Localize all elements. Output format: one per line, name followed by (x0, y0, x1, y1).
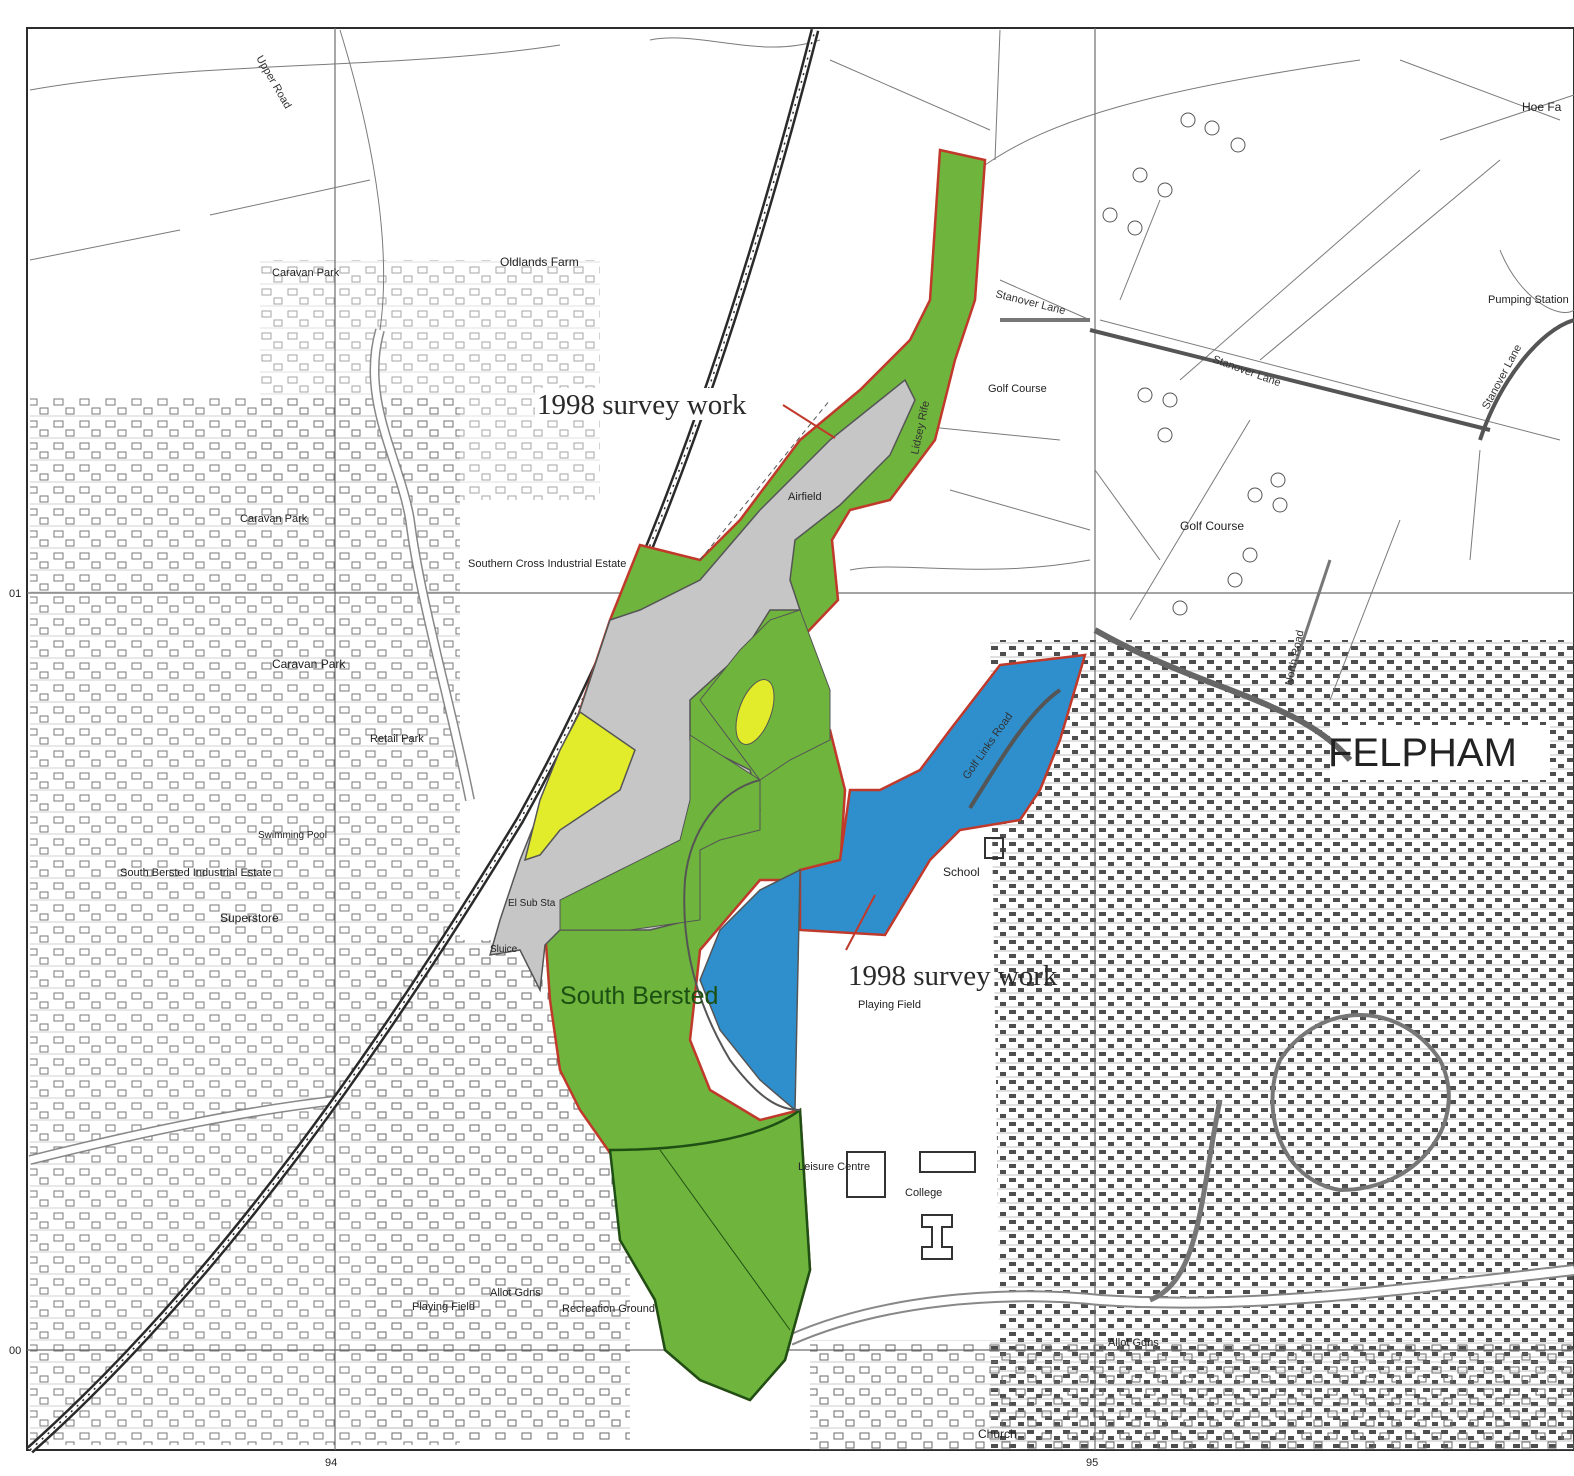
label-oldlands-farm: Oldlands Farm (500, 255, 579, 269)
label-sluice: Sluice (490, 944, 518, 955)
label-leisure-centre: Leisure Centre (798, 1161, 870, 1173)
label-el-sub-sta: El Sub Sta (508, 898, 556, 909)
place-name-south-bersted: South Bersted (560, 982, 718, 1010)
grid-label-01: 01 (9, 588, 21, 600)
label-recreation-ground: Recreation Ground (562, 1303, 655, 1315)
field-boundaries (29, 29, 1574, 701)
label-superstore: Superstore (220, 911, 279, 925)
building-outlines (846, 837, 1004, 1260)
label-golf-course-2: Golf Course (1180, 519, 1244, 533)
label-caravan-park-1: Caravan Park (272, 267, 340, 279)
airfield-path (699, 399, 831, 561)
label-golf-course-1: Golf Course (988, 383, 1047, 395)
grid-label-94: 94 (325, 1457, 337, 1469)
label-southern-cross: Southern Cross Industrial Estate (468, 558, 626, 570)
place-name-felpham: FELPHAM (1328, 731, 1517, 775)
grid-label-00: 00 (9, 1345, 21, 1357)
survey-area-blue (699, 653, 1087, 1112)
survey-label-bg-1 (535, 388, 775, 420)
label-airfield: Airfield (788, 491, 822, 503)
label-playing-field-1: Playing Field (858, 999, 921, 1011)
label-swimming-pool: Swimming Pool (258, 830, 327, 841)
survey-label-1: 1998 survey work (537, 389, 747, 421)
label-pumping-station: Pumping Station (1488, 294, 1569, 306)
built-up-areas (30, 260, 1574, 1450)
feature-labels: Oldlands Farm Caravan Park Caravan Park … (120, 100, 1569, 1441)
railway (26, 28, 820, 1454)
roads (28, 318, 1574, 1346)
survey-area-yellow (523, 679, 775, 862)
survey-leader-line-2 (845, 894, 876, 951)
label-caravan-park-3: Caravan Park (272, 657, 346, 671)
grid-lines (27, 28, 1574, 1450)
tree-symbols (1102, 112, 1288, 616)
label-church: Church (978, 1427, 1017, 1441)
label-playing-field-2: Playing Field (412, 1301, 475, 1313)
label-allot-gdns-2: Allot Gdns (1108, 1337, 1159, 1349)
grid-label-95: 95 (1086, 1457, 1098, 1469)
survey-leader-line-1 (782, 404, 836, 439)
drain-line (683, 779, 801, 1111)
label-caravan-park-2: Caravan Park (240, 513, 308, 525)
label-college: College (905, 1187, 942, 1199)
label-hoe-farm: Hoe Fa (1522, 100, 1562, 114)
label-school: School (943, 865, 980, 879)
label-retail-park: Retail Park (370, 733, 424, 745)
label-allot-gdns-1: Allot Gdns (490, 1287, 541, 1299)
survey-label-2: 1998 survey work (848, 960, 1058, 992)
label-south-bersted-industrial: South Bersted Industrial Estate (120, 867, 272, 879)
